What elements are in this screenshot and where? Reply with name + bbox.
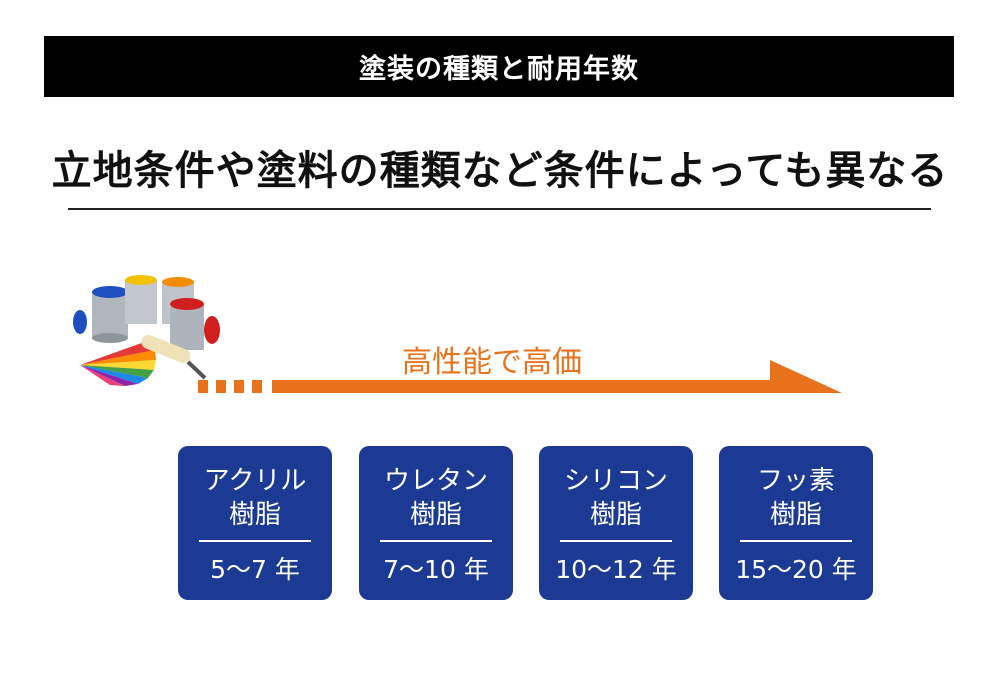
card-divider (380, 540, 492, 542)
price-performance-arrow (198, 360, 842, 393)
card-years: 5〜7 年 (210, 555, 300, 584)
yellow-paint-can (125, 275, 157, 324)
card-name-line1: シリコン (563, 466, 668, 496)
paint-card-fluorine: フッ素 樹脂 15〜20 年 (719, 446, 873, 600)
arrow-dash-4 (252, 380, 262, 393)
arrow-dash-2 (216, 380, 226, 393)
paint-cans-image (73, 275, 220, 386)
arrow-label: 高性能で高価 (402, 345, 582, 380)
card-name-line1: アクリル (203, 466, 307, 496)
card-name-line1: ウレタン (383, 466, 488, 496)
header-bar: 塗装の種類と耐用年数 (44, 36, 954, 97)
arrow-dash-1 (198, 380, 208, 393)
card-name: アクリル 樹脂 (178, 464, 332, 532)
card-name: シリコン 樹脂 (539, 464, 693, 532)
card-divider (740, 540, 852, 542)
subtitle: 立地条件や塗料の種類など条件によっても異なる (51, 148, 949, 194)
paint-card-urethane: ウレタン 樹脂 7〜10 年 (359, 446, 513, 600)
card-name-line2: 樹脂 (589, 500, 642, 530)
card-name-line1: フッ素 (756, 466, 835, 496)
arrow-dash-3 (234, 380, 244, 393)
divider-rule (68, 208, 931, 210)
red-paint-can (170, 298, 220, 350)
card-years: 7〜10 年 (383, 555, 489, 584)
card-divider (199, 540, 311, 542)
card-name: ウレタン 樹脂 (359, 464, 513, 532)
paint-card-silicone: シリコン 樹脂 10〜12 年 (539, 446, 693, 600)
card-name-line2: 樹脂 (228, 500, 281, 530)
card-name: フッ素 樹脂 (719, 464, 873, 532)
header-title: 塗装の種類と耐用年数 (359, 54, 639, 85)
color-swatch-fan (80, 340, 156, 386)
arrow-head (770, 360, 842, 393)
card-years: 15〜20 年 (735, 555, 857, 584)
blue-paint-can (73, 286, 128, 343)
card-name-line2: 樹脂 (409, 500, 462, 530)
card-years: 10〜12 年 (555, 555, 677, 584)
card-divider (560, 540, 672, 542)
arrow-shaft (272, 380, 772, 393)
card-name-line2: 樹脂 (769, 500, 822, 530)
paint-roller (141, 334, 207, 380)
paint-card-acrylic: アクリル 樹脂 5〜7 年 (178, 446, 332, 600)
